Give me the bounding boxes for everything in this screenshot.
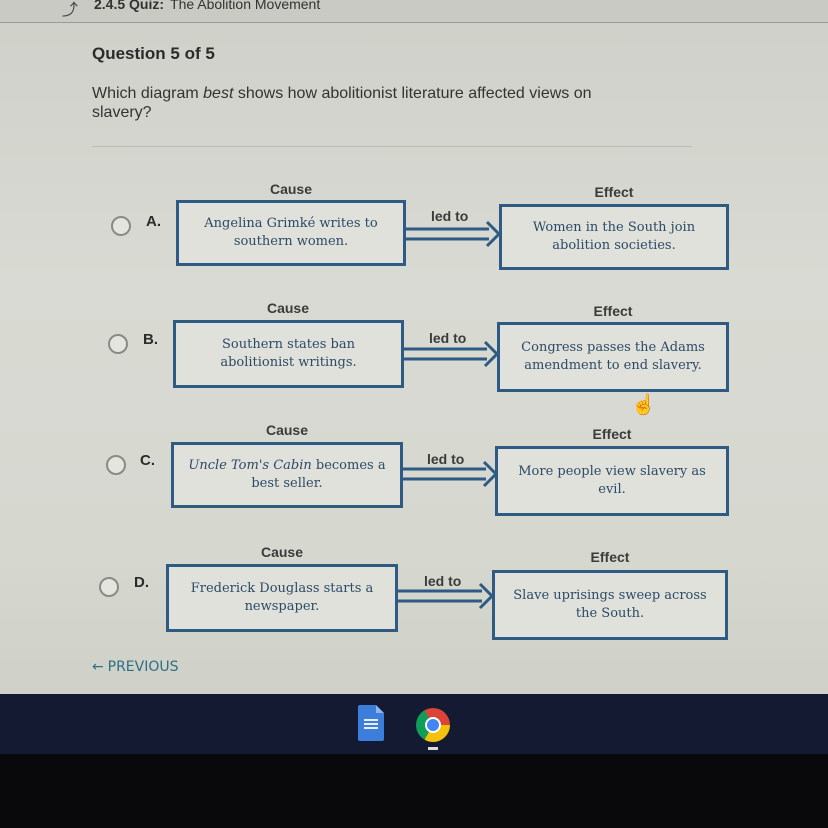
radio-button[interactable] [99, 577, 119, 597]
question-text: Which diagram best shows how abolitionis… [92, 85, 592, 121]
effect-box: More people view slavery as evil. [495, 446, 729, 516]
right-arrow-icon [398, 582, 494, 610]
cause-box: Angelina Grimké writes to southern women… [176, 200, 406, 266]
effect-label: Effect [593, 303, 633, 319]
book-title: Uncle Tom's Cabin [188, 458, 312, 473]
option-letter: B. [143, 331, 158, 348]
cause-label: Cause [266, 300, 310, 316]
answer-option-a[interactable]: A. Cause Effect Angelina Grimké writes t… [0, 180, 828, 290]
divider [92, 146, 692, 147]
chrome-icon[interactable] [416, 708, 450, 742]
quiz-screen: ⤴ 2.4.5 Quiz:The Abolition Movement Ques… [0, 0, 828, 694]
option-letter: C. [140, 452, 155, 469]
effect-box: Slave uprisings sweep across the South. [492, 570, 728, 640]
previous-button[interactable]: ← PREVIOUS [92, 659, 179, 675]
cause-label: Cause [265, 422, 309, 438]
hand-cursor-icon: ☝ [631, 394, 656, 416]
running-indicator [428, 747, 438, 750]
cause-box: Uncle Tom's Cabin becomes a best seller. [171, 442, 403, 508]
right-arrow-icon [405, 220, 501, 248]
os-shelf [0, 694, 828, 754]
right-arrow-icon [403, 340, 499, 368]
question-number: Question 5 of 5 [92, 44, 215, 63]
cause-box: Southern states ban abolitionist writing… [173, 320, 404, 388]
connector-label: led to [424, 573, 462, 589]
effect-box: Women in the South join abolition societ… [499, 204, 729, 270]
quiz-title: 2.4.5 Quiz:The Abolition Movement [94, 0, 321, 12]
radio-button[interactable] [111, 216, 131, 236]
arrow-up-left-icon[interactable]: ⤴ [62, 2, 79, 19]
cause-box: Frederick Douglass starts a newspaper. [166, 564, 398, 632]
radio-button[interactable] [108, 334, 128, 354]
docs-icon[interactable] [358, 705, 384, 741]
effect-label: Effect [590, 549, 630, 565]
effect-label: Effect [592, 426, 632, 442]
quiz-header: ⤴ 2.4.5 Quiz:The Abolition Movement [0, 0, 828, 23]
right-arrow-icon [402, 460, 498, 488]
answer-option-d[interactable]: D. Cause Effect Frederick Douglass start… [0, 542, 828, 652]
laptop-bezel [0, 754, 828, 828]
connector-label: led to [427, 451, 465, 467]
connector-label: led to [429, 330, 467, 346]
answer-option-c[interactable]: C. Cause Effect Uncle Tom's Cabin become… [0, 420, 828, 530]
arrow-left-icon: ← [92, 659, 104, 675]
radio-button[interactable] [106, 455, 126, 475]
effect-label: Effect [594, 184, 634, 200]
option-letter: A. [146, 213, 161, 230]
effect-box: Congress passes the Adams amendment to e… [497, 322, 729, 392]
cause-label: Cause [269, 181, 313, 197]
answer-option-b[interactable]: B. Cause Effect Southern states ban abol… [0, 298, 828, 408]
connector-label: led to [431, 208, 469, 224]
option-letter: D. [134, 574, 149, 591]
cause-label: Cause [260, 544, 304, 560]
